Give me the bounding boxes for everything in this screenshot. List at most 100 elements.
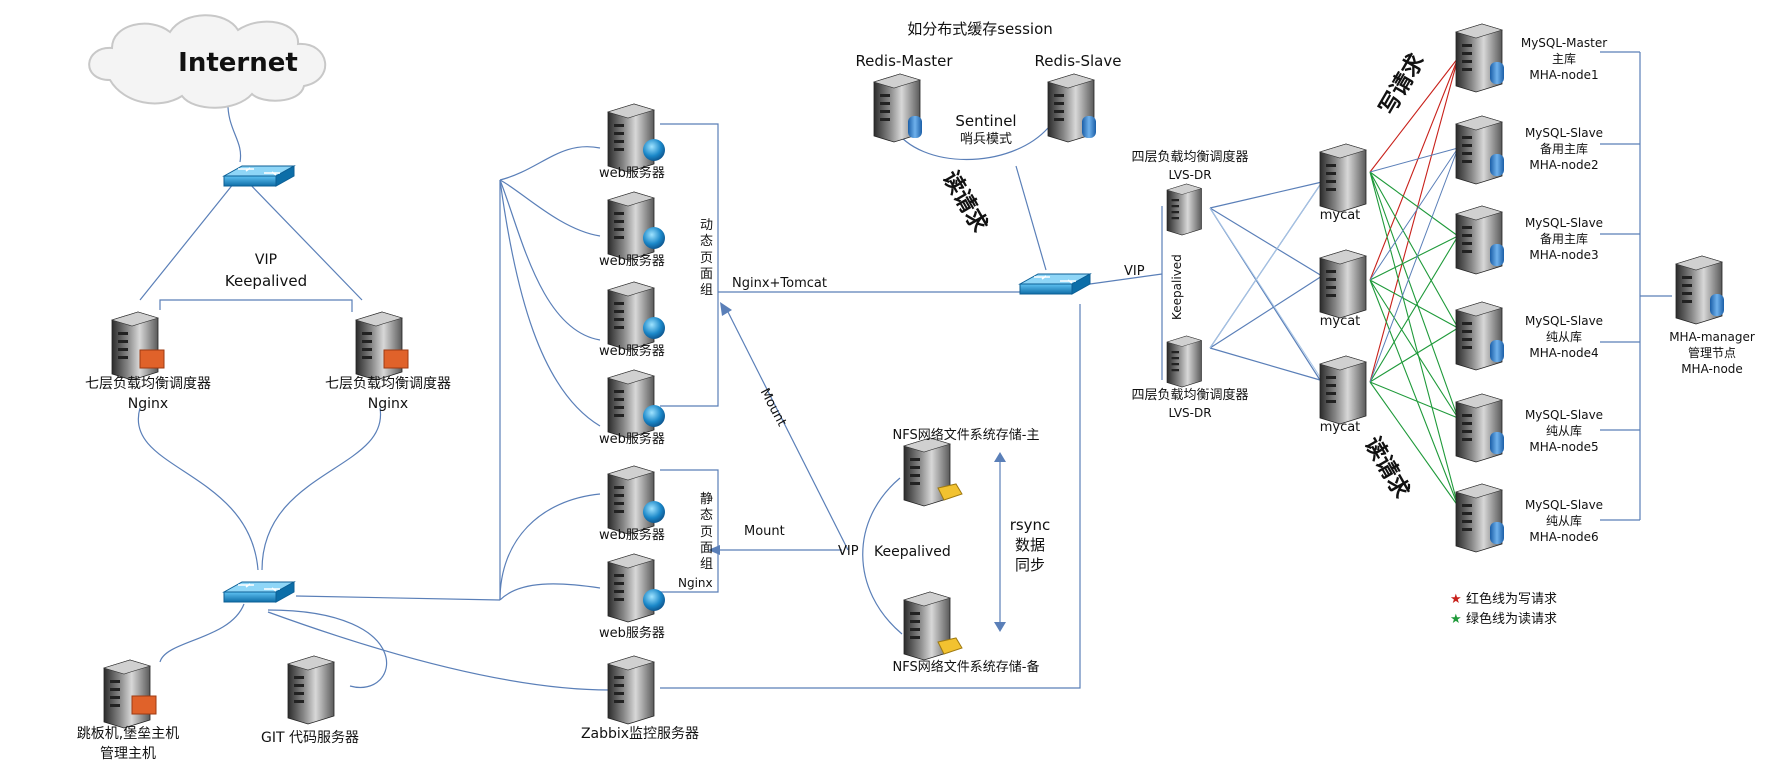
- mysql-3-l3: MHA-node3: [1529, 248, 1599, 262]
- legend-red-text: 红色线为写请求: [1466, 592, 1558, 607]
- mycat-to-mysql-blue: [1369, 147, 1459, 383]
- lvs-bottom-name: 四层负载均衡调度器: [1131, 388, 1249, 403]
- mysql-1-l3: MHA-node1: [1529, 68, 1599, 82]
- trunk-web6: [499, 583, 601, 601]
- mysql-3-l2: 备用主库: [1539, 232, 1589, 246]
- mysql-2-l1: MySQL-Slave: [1524, 126, 1604, 140]
- mysql-5-l2: 纯从库: [1545, 424, 1583, 438]
- keepalived-line: [159, 299, 353, 312]
- mysql-3-icon: [1455, 205, 1504, 275]
- session-cache-note: 如分布式缓存session: [907, 20, 1053, 38]
- mysql-5-l1: MySQL-Slave: [1524, 408, 1604, 422]
- legend-green-star: ★: [1450, 612, 1462, 627]
- web-server-4-label: web服务器: [599, 432, 665, 447]
- redis-slave-label: Redis-Slave: [1034, 52, 1122, 70]
- read-lines: [1369, 171, 1459, 507]
- jump-host-l2: 管理主机: [100, 746, 156, 762]
- legend-green: ★ 绿色线为读请求: [1450, 608, 1557, 627]
- lvs-top-sub: LVS-DR: [1168, 168, 1212, 182]
- dynamic-group-label: 动态页面组: [700, 218, 714, 298]
- keepalived-lvs-label: Keepalived: [1170, 254, 1184, 320]
- arrow-heads: [708, 302, 1006, 632]
- rsync-label: rsync: [1009, 516, 1051, 534]
- web-server-3-label: web服务器: [599, 344, 665, 359]
- bottom-switch-to-trunk: [295, 595, 501, 601]
- bottom-switch-to-jump: [159, 603, 245, 663]
- redis-master-label: Redis-Master: [855, 52, 953, 70]
- static-bracket: [660, 469, 719, 593]
- nginx-right-to-bottom-switch: [261, 407, 382, 571]
- nfs-backup-label: NFS网络文件系统存储-备: [892, 660, 1040, 675]
- nginx-left-to-bottom-switch: [137, 407, 259, 571]
- mysql-4-l2: 纯从库: [1545, 330, 1583, 344]
- switch-to-nginx-right-line: [243, 177, 363, 301]
- connection-lines: [137, 51, 1672, 691]
- web-server-2-icon: [607, 191, 665, 261]
- switch-center-icon: [1019, 273, 1091, 295]
- web-server-3-icon: [607, 281, 665, 351]
- center-switch-to-lvs: [1089, 273, 1163, 285]
- nginx-left-name: 七层负载均衡调度器: [85, 376, 211, 392]
- mysql-5-icon: [1455, 393, 1504, 463]
- mysql-4-icon: [1455, 301, 1504, 371]
- nginx-left-server-icon: [111, 311, 165, 381]
- jump-host-l1: 跳板机,堡垒主机: [76, 726, 180, 742]
- web-server-2-label: web服务器: [599, 254, 665, 269]
- mycat-3-label: mycat: [1319, 420, 1361, 435]
- web-server-5-icon: [607, 465, 665, 535]
- sentinel-mode-label: 哨兵模式: [959, 132, 1013, 147]
- nfs-master-icon: [903, 437, 963, 507]
- mycat-2-label: mycat: [1319, 314, 1361, 329]
- zabbix-to-right: [660, 304, 1081, 689]
- redis-sentinel-arc: [893, 127, 1049, 160]
- mysql-1-l2: 主库: [1551, 52, 1577, 66]
- jump-host-icon: [103, 659, 157, 729]
- nfs-keepalived-arc: [862, 477, 903, 635]
- dynamic-bracket: [660, 123, 719, 407]
- web-server-1-icon: [607, 103, 665, 173]
- internet-to-switch-line: [227, 97, 242, 163]
- mycat-3-icon: [1319, 355, 1367, 425]
- sentinel-label: Sentinel: [955, 112, 1017, 130]
- mysql-1-l1: MySQL-Master: [1520, 36, 1608, 50]
- switch-bottom-icon: [223, 581, 295, 603]
- mount-label-2: Mount: [744, 524, 785, 539]
- mycat-1-icon: [1319, 143, 1367, 213]
- legend-red-star: ★: [1450, 592, 1462, 607]
- mysql-4-l1: MySQL-Slave: [1524, 314, 1604, 328]
- rsync-sync-label: 同步: [1014, 556, 1046, 574]
- trunk-web5: [499, 493, 601, 601]
- mysql-1-icon: [1455, 23, 1504, 93]
- mha-manager-l2: 管理节点: [1687, 346, 1737, 360]
- trunk-web2: [499, 179, 601, 237]
- mysql-2-icon: [1455, 115, 1504, 185]
- mysql-4-l3: MHA-node4: [1529, 346, 1599, 360]
- vip-label: VIP: [254, 252, 278, 268]
- redis-master-icon: [873, 73, 922, 143]
- static-group-label: 静态页面组: [700, 492, 714, 572]
- git-server-icon: [287, 655, 335, 725]
- web-server-6-label: web服务器: [599, 626, 665, 641]
- zabbix-server-label: Zabbix监控服务器: [580, 726, 700, 742]
- vip-center-label: VIP: [838, 544, 859, 559]
- nfs-keepalived-label: Keepalived: [874, 544, 951, 560]
- mycat-2-icon: [1319, 249, 1367, 319]
- mysql-6-l1: MySQL-Slave: [1524, 498, 1604, 512]
- legend-green-text: 绿色线为读请求: [1466, 612, 1558, 627]
- web-server-5-label: web服务器: [599, 528, 665, 543]
- web-server-1-label: web服务器: [599, 166, 665, 181]
- trunk-web1: [499, 146, 601, 181]
- mysql-2-l3: MHA-node2: [1529, 158, 1599, 172]
- light-lines: [1209, 181, 1323, 381]
- mha-manager-l3: MHA-node: [1681, 362, 1743, 376]
- nginx-left-sub: Nginx: [127, 396, 169, 412]
- nginx-right-server-icon: [355, 311, 409, 381]
- switch-top-icon: [223, 165, 295, 187]
- mysql-2-l2: 备用主库: [1539, 142, 1589, 156]
- lvs-bottom-sub: LVS-DR: [1168, 406, 1212, 420]
- internet-label: Internet: [178, 48, 298, 78]
- mysql-6-icon: [1455, 483, 1504, 553]
- lvs-top-icon: [1166, 183, 1202, 236]
- mysql-6-l3: MHA-node6: [1529, 530, 1599, 544]
- nginx-tomcat-label: Nginx+Tomcat: [732, 276, 827, 291]
